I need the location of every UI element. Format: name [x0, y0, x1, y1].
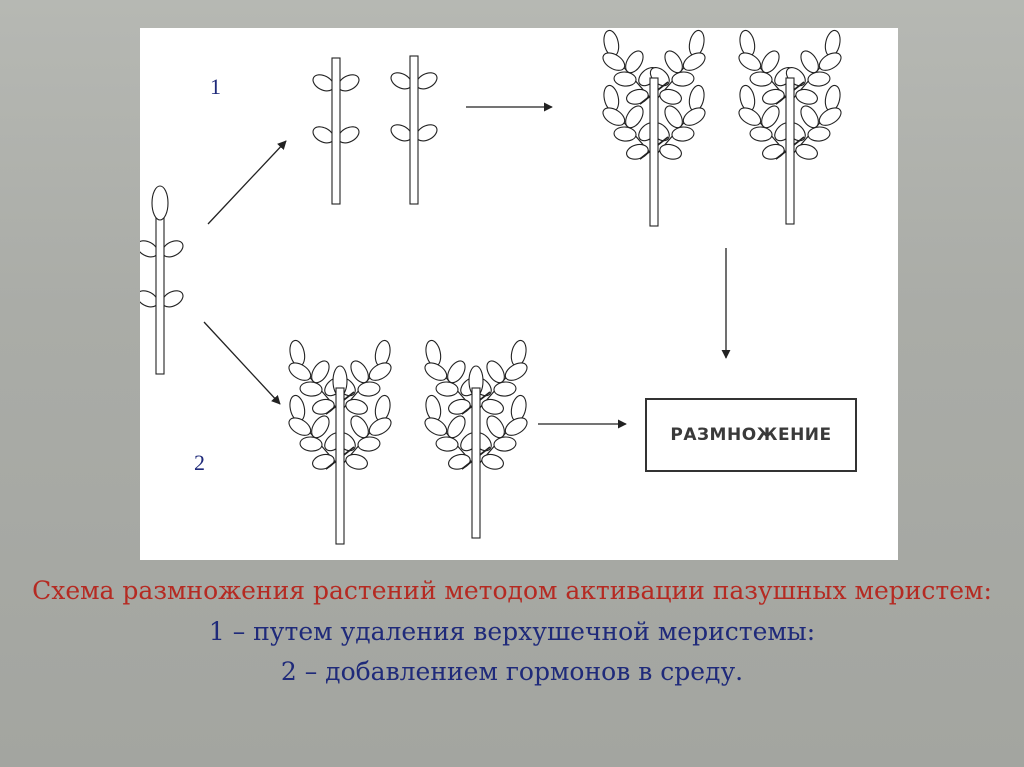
cut-cutting-icon — [312, 57, 360, 205]
caption: Схема размножения растений методом актив… — [0, 574, 1024, 690]
branched-plant-icon — [288, 339, 392, 545]
route-1-label: 1 — [210, 74, 221, 99]
arrow-source-to-route-2 — [203, 321, 281, 405]
arrow-source-to-route-1 — [207, 140, 287, 225]
branched-plant-icon — [738, 29, 842, 225]
caption-title: Схема размножения растений методом актив… — [32, 576, 992, 605]
reproduction-box-label: РАЗМНОЖЕНИЕ — [670, 425, 832, 445]
caption-item-1: 1 – путем удаления верхушечной меристемы… — [208, 616, 816, 646]
branched-plant-icon — [602, 29, 706, 227]
diagram-canvas — [140, 29, 842, 545]
reproduction-box: РАЗМНОЖЕНИЕ — [645, 398, 857, 472]
route-2-label: 2 — [194, 450, 205, 475]
branched-plant-icon — [424, 339, 528, 539]
diagram-panel: 1 2 РАЗМНОЖЕНИЕ — [140, 28, 898, 560]
caption-item-2: 2 – добавлением гормонов в среду. — [280, 657, 744, 686]
source-plant-icon — [140, 185, 184, 375]
cut-cutting-icon — [390, 55, 438, 205]
